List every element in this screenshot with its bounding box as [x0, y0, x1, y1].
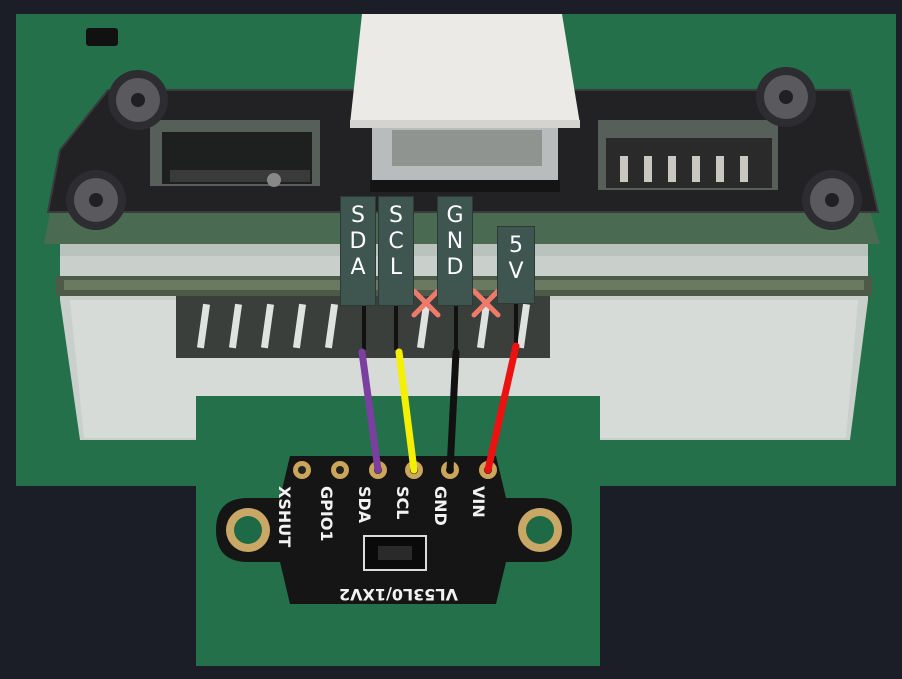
- silkscreen-sda: SDA: [355, 486, 374, 524]
- silkscreen-model: VL53L0/1XV2: [339, 585, 458, 604]
- silkscreen-gpio1: GPIO1: [317, 486, 336, 542]
- wires: [358, 342, 520, 474]
- silkscreen-vin: VIN: [469, 486, 488, 518]
- cross-icon: [411, 288, 441, 318]
- cross-icon: [471, 288, 501, 318]
- silkscreen-xshut: XSHUT: [275, 486, 294, 548]
- silkscreen-gnd: GND: [431, 486, 450, 526]
- sda-wire: [358, 348, 382, 474]
- vin-wire: [484, 342, 520, 474]
- sensor-board-photo: [196, 396, 600, 666]
- unused-pin-markers: [411, 288, 501, 318]
- silkscreen-scl: SCL: [393, 486, 412, 520]
- scl-wire: [395, 348, 418, 474]
- gnd-wire: [446, 348, 460, 474]
